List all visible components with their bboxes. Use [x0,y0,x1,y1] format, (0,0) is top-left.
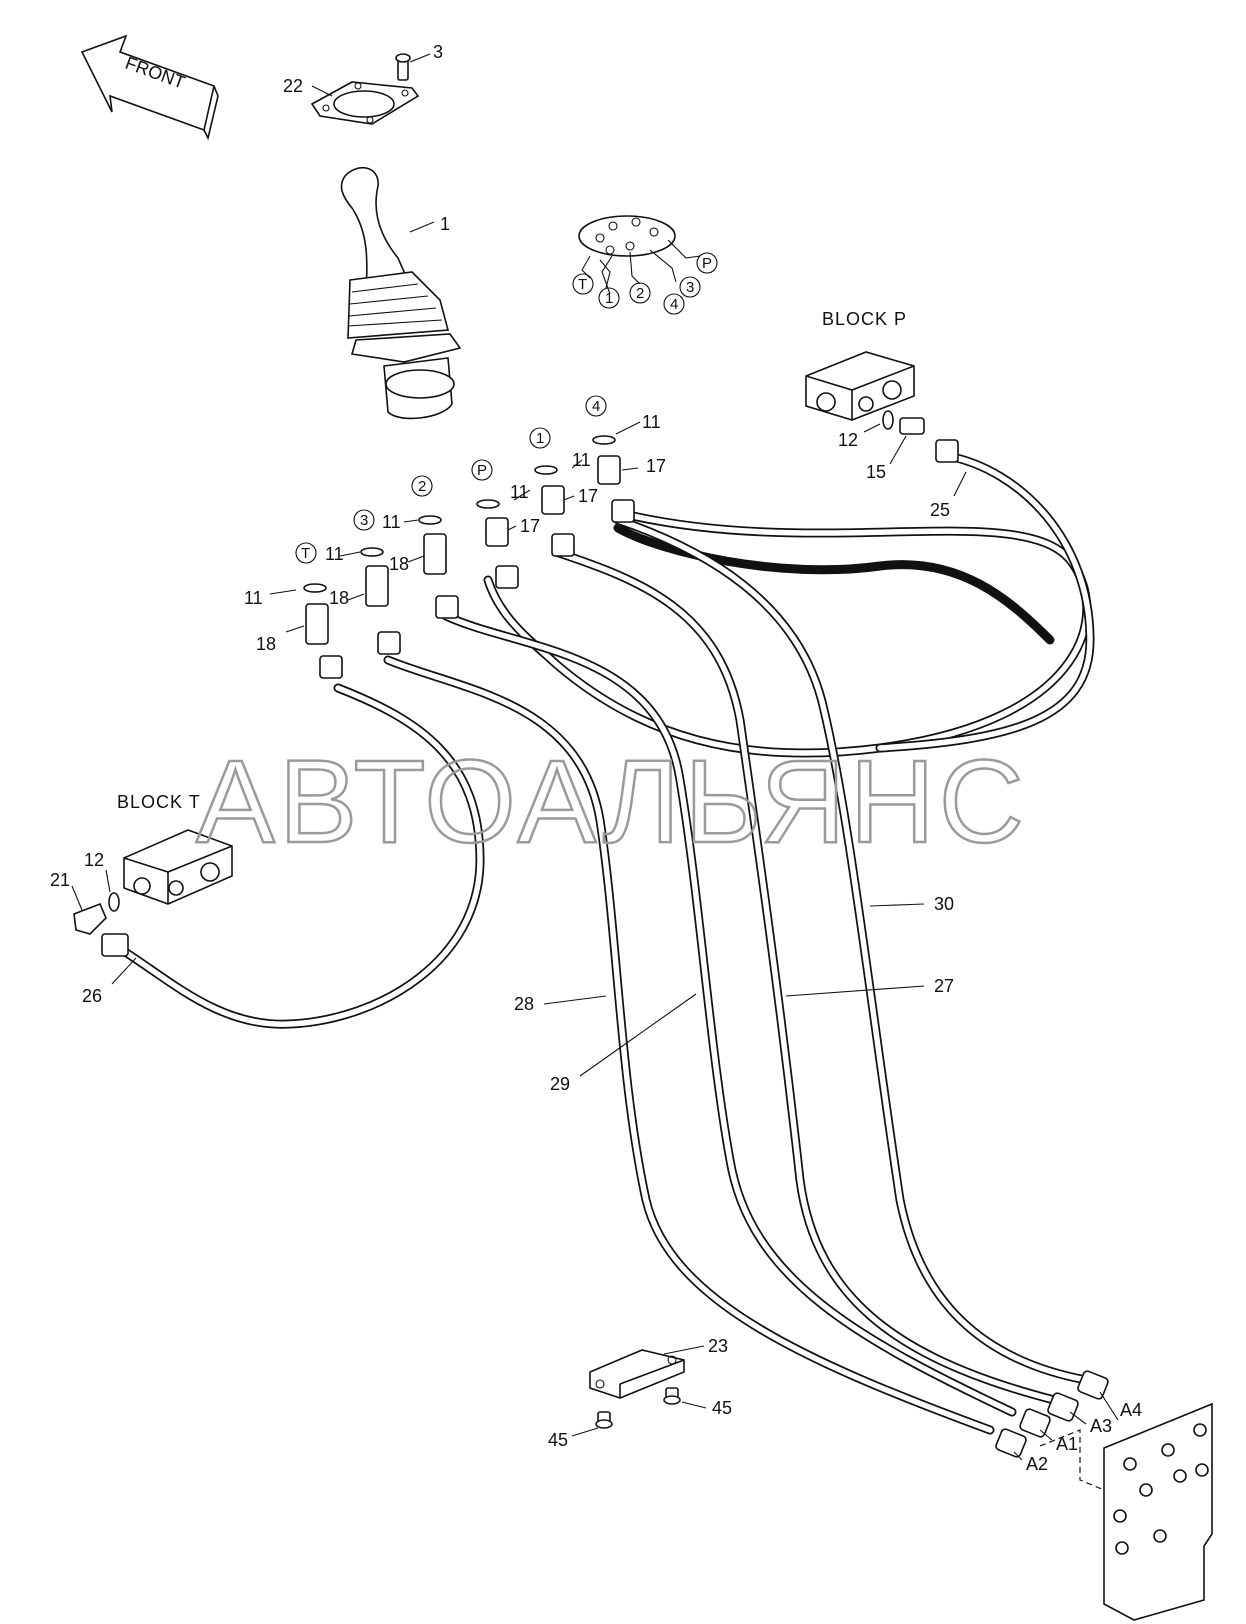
callout-12-t: 12 [84,850,104,870]
callout-17-4: 17 [646,456,666,476]
port-4-label: 4 [670,296,678,313]
port-2-label: 2 [636,285,644,302]
fitting-column-3 [360,547,401,655]
hose-28 [383,655,995,1435]
hose-30 [613,515,1091,1385]
callout-A4: A4 [1120,1400,1142,1420]
hose-27 [551,547,1059,1405]
callout-1: 1 [440,214,450,234]
block-t-label: BLOCK T [117,792,201,812]
callout-3: 3 [433,42,443,62]
mounting-bracket [1039,1402,1213,1621]
callout-21: 21 [50,870,70,890]
hose-25 [483,509,1092,758]
port-3-label: 3 [686,279,694,296]
callout-45-b: 45 [712,1398,732,1418]
marker-T: T [301,545,310,562]
callouts: 1 3 22 11 11 11 11 11 11 17 17 17 18 18 … [50,42,1142,1474]
port-1-label: 1 [605,290,613,307]
block-p-fittings [882,410,959,463]
callout-11-P: 11 [510,482,529,502]
hose-26 [117,683,485,1029]
clip-bracket [589,1349,685,1399]
callout-11-4: 11 [642,412,661,432]
callout-18-T: 18 [256,634,276,654]
marker-P: P [477,462,487,479]
block-p: BLOCK P [805,309,915,421]
callout-22: 22 [283,76,303,96]
callout-15: 15 [866,462,886,482]
callout-11-3: 11 [325,544,344,564]
front-arrow-icon: FRONT [80,34,219,141]
fitting-column-P [476,499,519,589]
callout-27: 27 [934,976,954,996]
callout-A1: A1 [1056,1434,1078,1454]
block-t: BLOCK T [117,792,233,905]
screw-b [663,1387,681,1405]
port-pattern-diagram: T 1 2 4 3 P [572,215,718,315]
callout-17-P: 17 [520,516,540,536]
callout-25: 25 [930,500,950,520]
callout-18-3: 18 [329,588,349,608]
callout-23: 23 [708,1336,728,1356]
callout-A3: A3 [1090,1416,1112,1436]
hose-25-p [875,451,1095,753]
fitting-column-1 [534,465,575,557]
callout-A2: A2 [1026,1454,1048,1474]
callout-11-2: 11 [382,512,401,532]
callout-28: 28 [514,994,534,1014]
marker-4: 4 [592,398,600,415]
port-P-label: P [702,255,712,272]
callout-18-2: 18 [389,554,409,574]
port-T-label: T [578,276,587,293]
marker-3: 3 [360,512,368,529]
screw-a [595,1411,613,1429]
block-t-fittings [73,892,129,957]
port-markers: T 3 2 P 1 4 [295,395,607,564]
callout-30: 30 [934,894,954,914]
fitting-column-2 [418,515,459,619]
fitting-column-T [303,583,343,679]
hose-29 [441,611,1017,1417]
leader-lines [71,53,1119,1461]
joystick-lever [340,166,462,420]
callout-11-T: 11 [244,588,263,608]
callout-29: 29 [550,1074,570,1094]
fitting-column-4 [592,435,635,523]
callout-17-1: 17 [578,486,598,506]
bolt [395,53,411,81]
callout-26: 26 [82,986,102,1006]
gasket [310,81,420,125]
callout-45-a: 45 [548,1430,568,1450]
callout-12-p: 12 [838,430,858,450]
callout-11-1: 11 [572,450,591,470]
marker-2: 2 [418,478,426,495]
marker-1: 1 [536,430,544,447]
watermark: АВТОАЛЬЯНС [196,736,1028,868]
block-p-label: BLOCK P [822,309,907,329]
